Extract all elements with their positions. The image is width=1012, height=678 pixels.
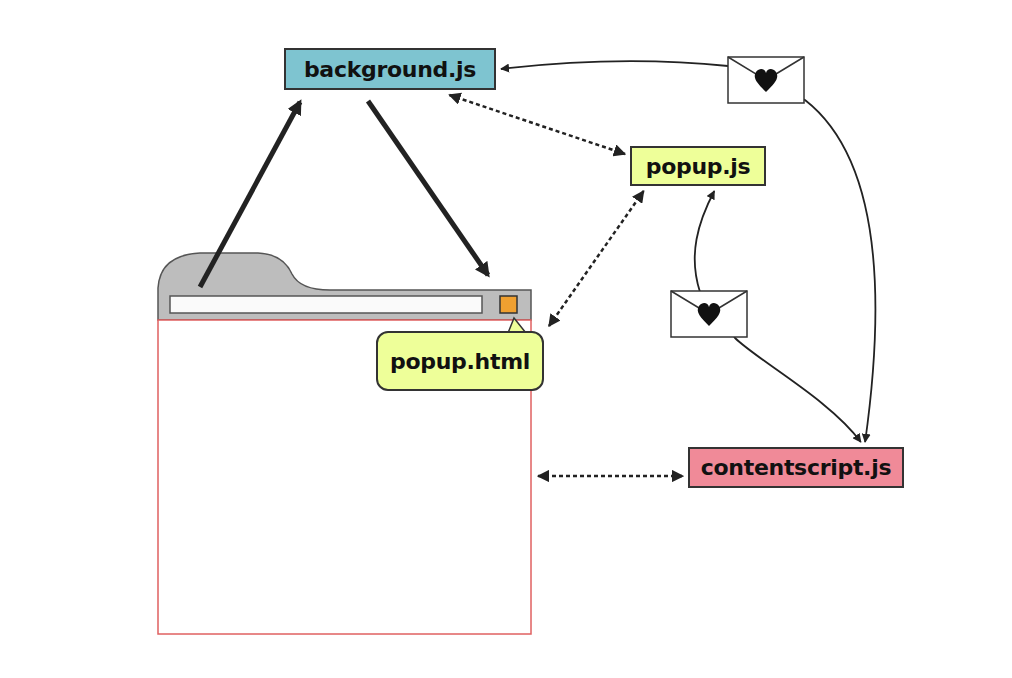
dashed-connector	[449, 95, 625, 154]
dashed-arrow	[538, 475, 683, 478]
node-label: popup.html	[390, 349, 530, 374]
dashed-connector	[549, 191, 644, 326]
script-box: contentscript.js	[688, 447, 904, 488]
node-label: background.js	[304, 57, 476, 82]
address-bar	[170, 296, 482, 313]
browser-page	[158, 320, 531, 634]
node-label: popup.js	[646, 154, 751, 179]
extension-icon	[500, 296, 517, 313]
envelope	[728, 57, 804, 103]
thick-arrow	[368, 101, 488, 275]
envelope	[671, 291, 747, 337]
thick-arrow	[200, 102, 300, 287]
node-label: contentscript.js	[701, 455, 891, 480]
script-box: popup.js	[630, 146, 766, 186]
popup-callout: popup.html	[376, 331, 544, 391]
message-connector	[501, 61, 875, 442]
script-box: background.js	[284, 48, 496, 90]
